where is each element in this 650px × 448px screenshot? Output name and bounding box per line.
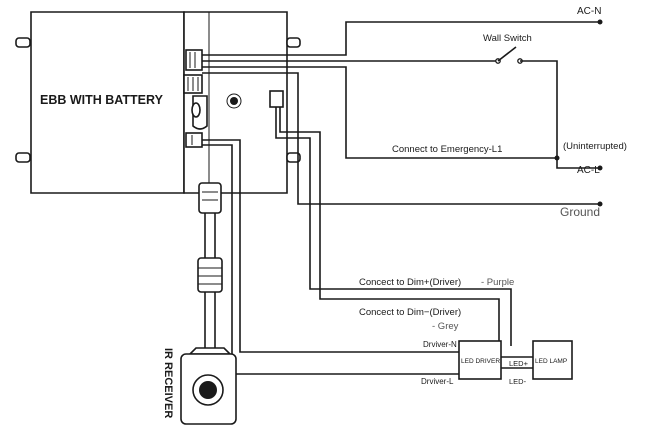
ac-n-label: AC-N xyxy=(577,6,601,17)
wire-dim-plus xyxy=(275,107,512,346)
dim-plus-label: Concect to Dim+(Driver) xyxy=(359,277,461,288)
terminal-block-driver xyxy=(185,132,203,148)
driver-l-label: Drviver-L xyxy=(421,377,454,386)
mount-ear-right-bottom xyxy=(286,152,301,163)
uninterrupted-label: (Uninterrupted) xyxy=(563,141,627,152)
led-minus-label: LED- xyxy=(509,377,527,386)
ir-inline-connector xyxy=(197,257,223,293)
wall-switch-label: Wall Switch xyxy=(483,33,532,44)
ebb-unit xyxy=(15,11,301,194)
ir-cable xyxy=(197,182,223,348)
wire-ac-n xyxy=(202,19,603,56)
ir-receiver-neck xyxy=(188,347,232,355)
ac-l-label: AC-L xyxy=(577,165,600,176)
mount-ear-left-bottom xyxy=(15,152,31,163)
led-driver-label: LED DRIVER xyxy=(461,358,500,365)
test-button-led xyxy=(230,97,238,105)
wire-dim-minus xyxy=(279,107,500,346)
ir-plug-top xyxy=(198,182,222,214)
mount-ear-right-top xyxy=(286,37,301,48)
driver-n-label: Drviver-N xyxy=(423,340,457,349)
ir-sensor-icon xyxy=(199,381,217,399)
wire-led-output xyxy=(501,356,533,369)
mode-switch xyxy=(269,90,284,108)
ebb-port-cap xyxy=(191,102,201,118)
emergency-label: Connect to Emergency-L1 xyxy=(392,144,502,155)
mount-ear-left-top xyxy=(15,37,31,48)
dim-minus-label: Concect to Dim−(Driver) xyxy=(359,307,461,318)
purple-label: - Purple xyxy=(481,277,514,288)
led-driver-box xyxy=(458,340,502,380)
wall-switch xyxy=(202,46,603,171)
grey-label: - Grey xyxy=(432,321,459,332)
ebb-label: EBB WITH BATTERY xyxy=(40,93,164,107)
led-lamp-box xyxy=(532,340,573,380)
terminal-block-ac xyxy=(185,49,203,71)
led-lamp-label: LED LAMP xyxy=(535,358,567,365)
wire-emergency xyxy=(202,66,557,159)
ir-receiver xyxy=(180,347,237,425)
led-plus-label: LED+ xyxy=(509,359,529,368)
wire-driver-l xyxy=(202,144,459,375)
ground-label: Ground xyxy=(560,205,600,219)
wire-driver-n xyxy=(202,139,459,353)
ir-receiver-label: IR RECEIVER xyxy=(162,348,174,418)
